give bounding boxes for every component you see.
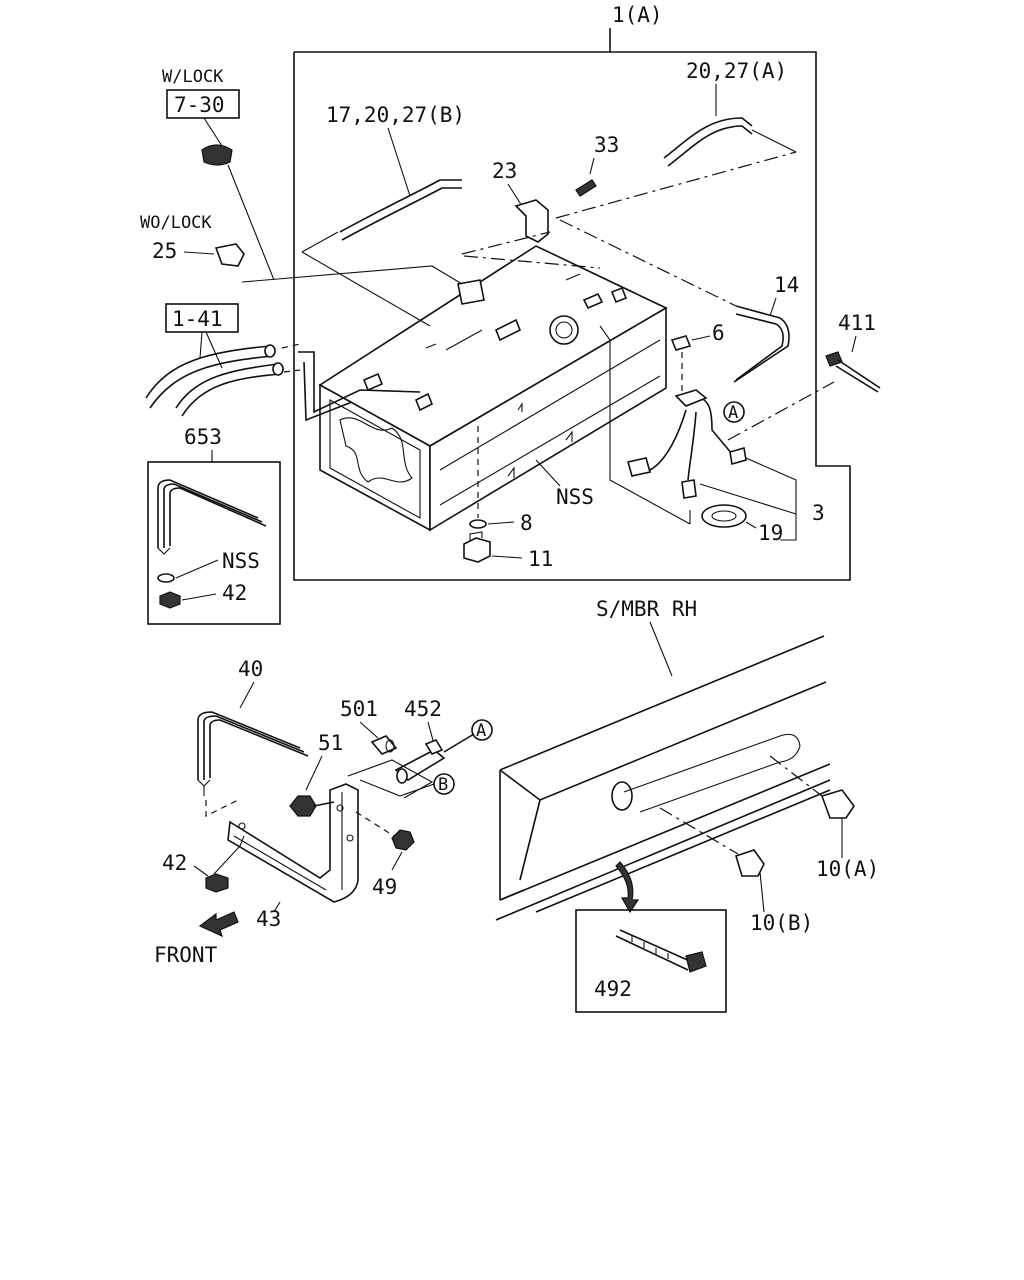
fuel-cap-25-icon <box>214 243 245 267</box>
vent-hose-a-icon <box>663 117 753 167</box>
circle-b-label: B <box>438 775 448 795</box>
assembly-label: 1(A) <box>612 3 663 27</box>
part-40-label: 40 <box>238 657 263 681</box>
part-51-label: 51 <box>318 731 343 755</box>
part-653-label: 653 <box>184 425 222 449</box>
part-492-label: 492 <box>594 977 632 1001</box>
smbr-rh-label: S/MBR RH <box>596 597 697 621</box>
part-42-inset-label: 42 <box>222 581 247 605</box>
part-20-27a-label: 20,27(A) <box>686 59 787 83</box>
fuel-sender-unit-icon <box>626 389 747 499</box>
bracket-23-icon <box>514 199 549 243</box>
fuel-hoses-icon <box>145 344 284 417</box>
part-10a-label: 10(A) <box>816 857 879 881</box>
side-member-rh-icon <box>495 635 831 921</box>
bracket-43-icon <box>227 783 359 903</box>
part-33-label: 33 <box>594 133 619 157</box>
callout-circle-a-2 <box>471 719 493 741</box>
washer-8-icon <box>469 519 487 529</box>
part-10b-label: 10(B) <box>750 911 813 935</box>
part-19-label: 19 <box>758 521 783 545</box>
gasket-19-icon <box>701 504 747 528</box>
screw-6-icon <box>670 335 692 351</box>
part-43-label: 43 <box>256 907 281 931</box>
ref-7-30-label: 7-30 <box>174 93 225 117</box>
part-452-label: 452 <box>404 697 442 721</box>
clip-10b-icon <box>735 849 765 877</box>
clip-10a-icon <box>820 789 855 819</box>
wo-lock-label: WO/LOCK <box>140 213 212 233</box>
grommet-501-icon <box>370 735 398 755</box>
cable-tie-492-icon <box>615 929 707 973</box>
filler-neck <box>298 279 485 422</box>
tank-band-653-icon <box>157 479 267 555</box>
fuel-tank <box>318 245 668 532</box>
inset-box-653 <box>147 461 281 625</box>
part-11-label: 11 <box>528 547 553 571</box>
front-label: FRONT <box>154 943 218 967</box>
inset-box-492 <box>575 909 727 1013</box>
part-411-label: 411 <box>838 311 876 335</box>
nss-tank-label: NSS <box>556 485 594 509</box>
nut-42-icon <box>205 873 229 893</box>
callout-circle-b <box>433 773 455 795</box>
circle-a-1-label: A <box>728 403 738 423</box>
clip-452-icon <box>394 739 446 784</box>
nut-49-icon <box>391 829 415 851</box>
part-23-label: 23 <box>492 159 517 183</box>
part-14-label: 14 <box>774 273 799 297</box>
nut-42-inset-icon <box>159 591 181 609</box>
washer-icon <box>157 573 175 583</box>
part-8-label: 8 <box>520 511 533 535</box>
bolt-51-icon <box>289 795 335 817</box>
w-lock-label: W/LOCK <box>162 67 224 87</box>
part-42-label: 42 <box>162 851 187 875</box>
callout-circle-a-1 <box>723 401 745 423</box>
part-25-label: 25 <box>152 239 177 263</box>
vent-hose-b-icon <box>339 179 462 241</box>
drain-plug-11-icon <box>463 531 491 563</box>
assembly-frame <box>293 28 851 581</box>
front-arrow-icon <box>198 911 239 938</box>
ref-box-7-30 <box>166 89 240 119</box>
part-501-label: 501 <box>340 697 378 721</box>
cable-tie-411-icon <box>825 351 881 393</box>
locking-fuel-cap-icon <box>201 144 233 166</box>
tank-band-40-icon <box>197 711 309 796</box>
callout-arrow-icon <box>615 861 640 914</box>
circle-a-2-label: A <box>476 721 486 741</box>
part-6-label: 6 <box>712 321 725 345</box>
vent-tube-14-icon <box>733 305 790 383</box>
part-3-label: 3 <box>812 501 825 525</box>
part-49-label: 49 <box>372 875 397 899</box>
nss-inset-label: NSS <box>222 549 260 573</box>
part-17-20-27b-label: 17,20,27(B) <box>326 103 465 127</box>
screw-33-icon <box>575 179 597 197</box>
ref-1-41-label: 1-41 <box>172 307 223 331</box>
